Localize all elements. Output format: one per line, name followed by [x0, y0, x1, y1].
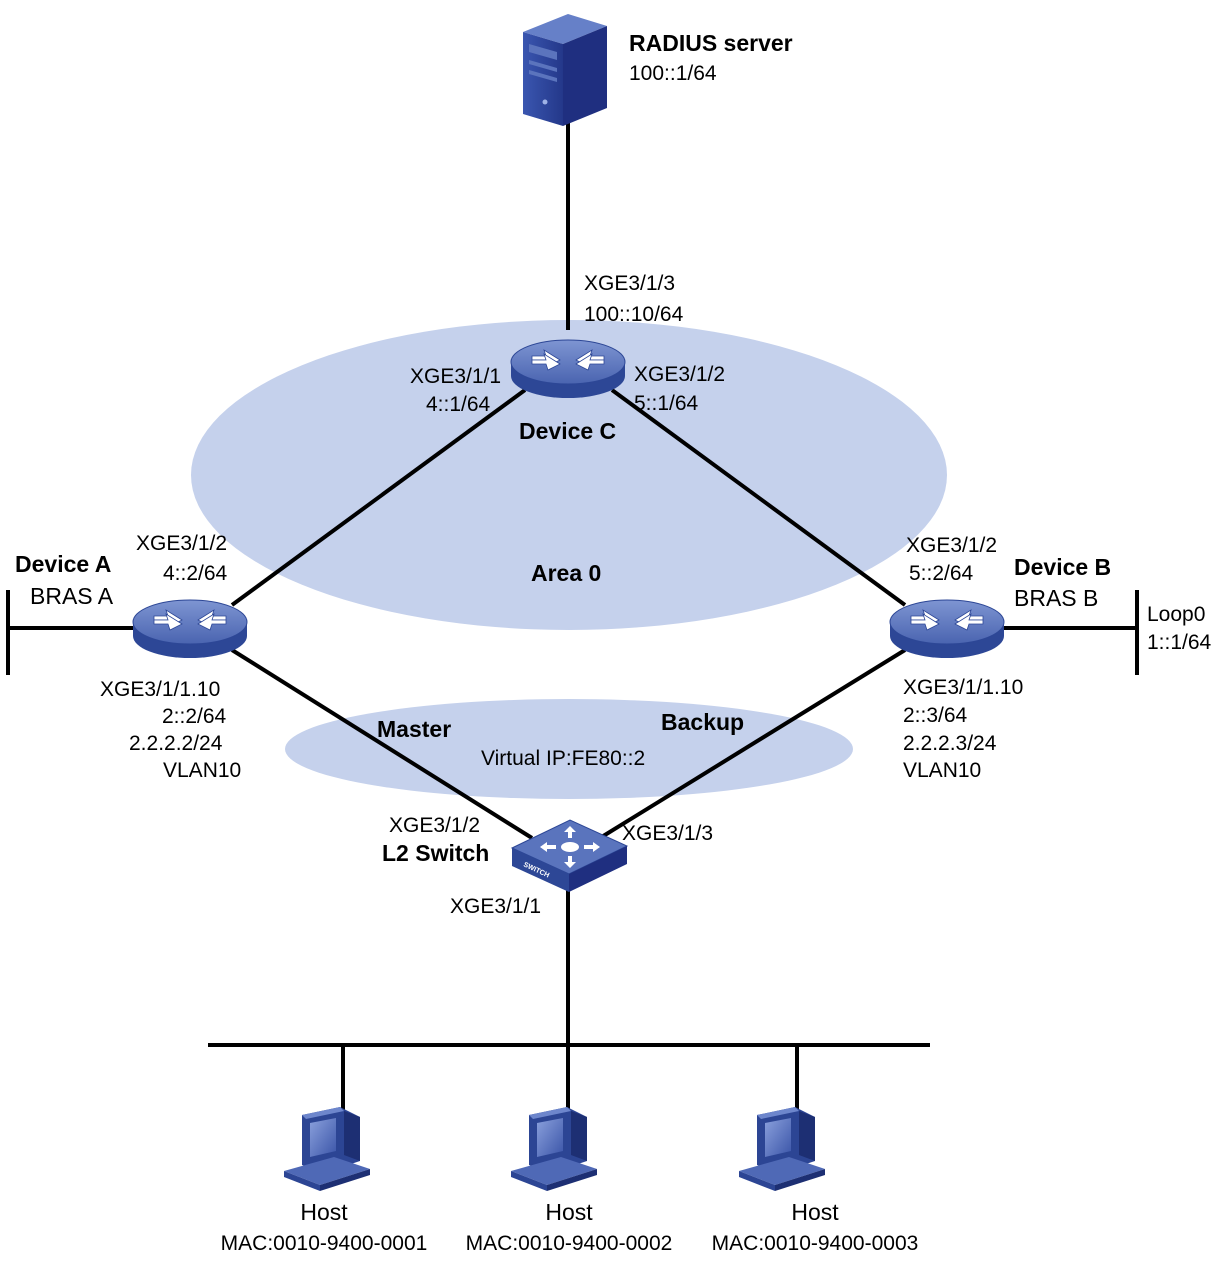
switch-port-b: XGE3/1/3	[622, 822, 713, 845]
device-b-down-vlan: VLAN10	[903, 759, 981, 782]
virtual-ip-label: Virtual IP:FE80::2	[481, 747, 645, 770]
area-0-label: Area 0	[531, 560, 601, 586]
device-c-xge312-ip: 5::1/64	[634, 392, 699, 415]
device-c-xge312-if: XGE3/1/2	[634, 363, 725, 386]
desktop-pc-icon	[284, 1107, 370, 1191]
switch-port-hosts: XGE3/1/1	[450, 895, 541, 918]
switch-port-a: XGE3/1/2	[389, 814, 480, 837]
device-c-xge311-if: XGE3/1/1	[410, 365, 501, 388]
device-c-xge311-ip: 4::1/64	[426, 393, 491, 416]
radius-server-ip: 100::1/64	[629, 62, 717, 85]
vrrp-backup-label: Backup	[661, 709, 744, 735]
device-c-xge313-if: XGE3/1/3	[584, 272, 675, 295]
device-b-down-if: XGE3/1/1.10	[903, 676, 1023, 699]
host-3-mac: MAC:0010-9400-0003	[712, 1232, 919, 1255]
device-b-up-ip: 5::2/64	[909, 562, 974, 585]
device-a-down-ip6: 2::2/64	[162, 705, 227, 728]
host-3-label: Host	[791, 1199, 839, 1225]
host-2-mac: MAC:0010-9400-0002	[466, 1232, 673, 1255]
loop0-ip: 1::1/64	[1147, 631, 1212, 654]
link-devicea-switch	[230, 648, 534, 840]
host-1-label: Host	[300, 1199, 348, 1225]
device-a-up-ip: 4::2/64	[163, 562, 228, 585]
device-b-role: BRAS B	[1014, 585, 1098, 611]
switch-icon: SWITCH	[510, 819, 629, 892]
link-devicec-devicea	[230, 388, 527, 607]
link-devicec-deviceb	[610, 388, 907, 607]
device-c-router-icon	[510, 339, 626, 399]
desktop-pc-icon	[739, 1107, 825, 1191]
device-b-up-if: XGE3/1/2	[906, 534, 997, 557]
loop0-if: Loop0	[1147, 603, 1205, 626]
switch-name: L2 Switch	[382, 840, 489, 866]
device-a-down-vlan: VLAN10	[163, 759, 241, 782]
host-2-label: Host	[545, 1199, 593, 1225]
links	[6, 112, 1139, 1110]
link-deviceb-switch	[598, 648, 907, 840]
device-c-name: Device C	[519, 418, 616, 444]
device-c-xge313-ip: 100::10/64	[584, 303, 684, 326]
device-a-up-if: XGE3/1/2	[136, 532, 227, 555]
device-b-router-icon	[889, 599, 1005, 659]
device-a-name: Device A	[15, 551, 111, 577]
desktop-pc-icon	[511, 1107, 597, 1191]
device-a-router-icon	[132, 599, 248, 659]
device-b-down-ip6: 2::3/64	[903, 704, 968, 727]
device-a-down-if: XGE3/1/1.10	[100, 678, 220, 701]
device-b-down-ip4: 2.2.2.3/24	[903, 732, 997, 755]
radius-server-name: RADIUS server	[629, 30, 793, 56]
device-b-name: Device B	[1014, 554, 1111, 580]
area-0-zone	[191, 320, 947, 630]
host-1-mac: MAC:0010-9400-0001	[221, 1232, 428, 1255]
device-a-down-ip4: 2.2.2.2/24	[129, 732, 223, 755]
vrrp-master-label: Master	[377, 716, 451, 742]
device-a-role: BRAS A	[30, 583, 114, 609]
server-tower-icon	[523, 14, 607, 126]
